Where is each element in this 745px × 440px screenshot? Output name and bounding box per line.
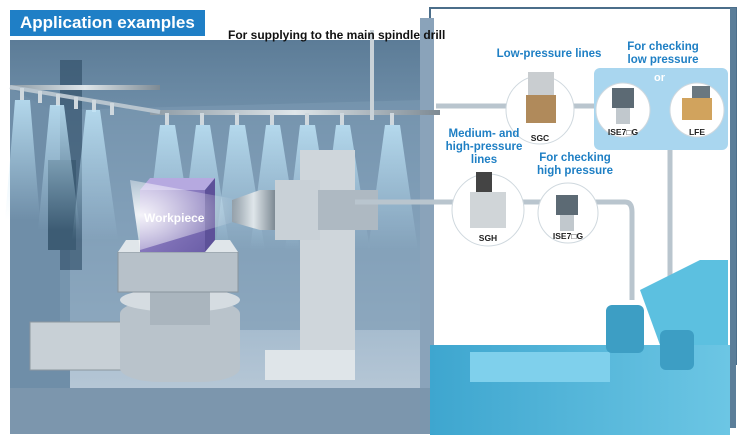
workpiece-label: Workpiece: [144, 211, 205, 225]
coolant-header-pipe: [9, 30, 440, 120]
page-title: Application examples: [10, 10, 205, 36]
product-sgh-label: SGH: [478, 233, 498, 243]
machine-table: [29, 150, 355, 382]
medium-high-label: Medium- and high-pressure lines: [434, 128, 534, 167]
product-ise7g-low: [595, 82, 651, 138]
medium-high-line2: high-pressure lines: [445, 141, 523, 166]
checking-high-line2: high pressure: [536, 165, 614, 177]
coolant-tank-conveyor: [430, 260, 730, 435]
product-ise7g-high-label: ISE7□G: [552, 231, 584, 241]
low-pressure-lines-label: Low-pressure lines: [496, 48, 602, 60]
spindle: [130, 180, 436, 250]
checking-low-label: For checking low pressure: [608, 41, 718, 67]
product-lfe: [669, 82, 725, 138]
product-sgc-label: SGC: [530, 133, 550, 143]
checking-low-line1: For checking: [627, 41, 699, 53]
product-ise7g-high: [537, 182, 599, 244]
product-ise7g-low-label: ISE7□G: [607, 127, 639, 137]
product-lfe-label: LFE: [688, 127, 706, 137]
spindle-label: For supplying to the main spindle drill: [228, 28, 446, 42]
medium-high-line1: Medium- and: [448, 128, 520, 140]
checking-low-line2: low pressure: [627, 54, 699, 66]
checking-high-label: For checking high pressure: [525, 152, 625, 178]
product-sgc: [505, 72, 575, 145]
spray-nozzles: [20, 88, 394, 125]
or-label: or: [654, 72, 665, 84]
checking-high-line1: For checking: [539, 152, 611, 164]
product-sgh: [451, 172, 525, 247]
